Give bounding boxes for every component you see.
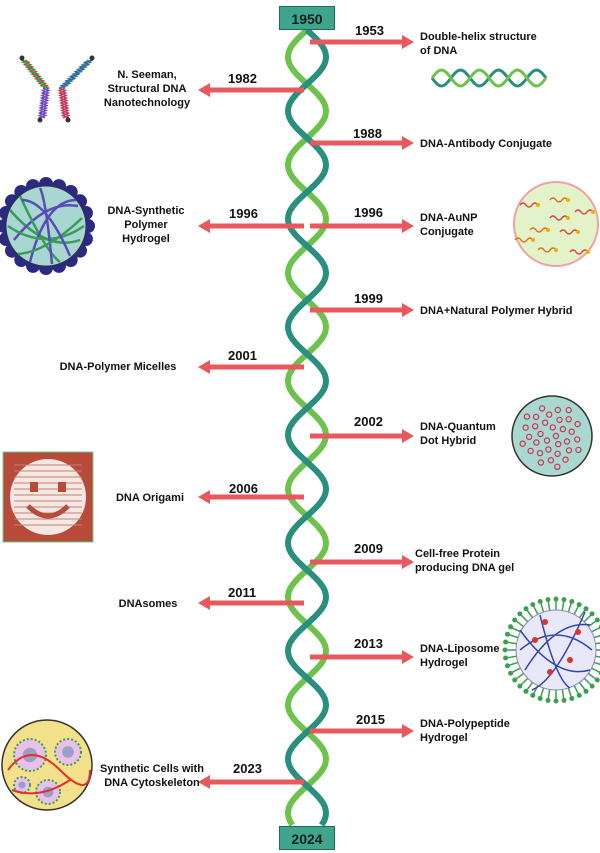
timeline-arrow — [198, 83, 304, 97]
event-year-2011: 2011 — [228, 585, 257, 600]
timeline-arrow — [310, 429, 414, 443]
event-label-synthetic-hydrogel: DNA-Synthetic Polymer Hydrogel — [107, 205, 185, 245]
event-year-2013: 2013 — [354, 636, 383, 651]
event-year-1996-right: 1996 — [354, 205, 383, 220]
event-year-2002: 2002 — [354, 414, 383, 429]
liposome-icon — [502, 596, 600, 704]
timeline-arrow — [198, 596, 304, 610]
end-year-box: 2024 — [279, 826, 335, 850]
event-label-polypeptide: DNA-Polypeptide Hydrogel — [420, 718, 510, 744]
event-year-2006: 2006 — [229, 481, 258, 496]
event-year-2001: 2001 — [228, 348, 257, 363]
aunp-particle-icon — [513, 181, 599, 267]
event-year-2009: 2009 — [354, 541, 383, 556]
helix-strand-light — [284, 27, 330, 827]
event-year-2023: 2023 — [233, 761, 262, 776]
timeline-arrow — [198, 775, 304, 789]
event-label-aunp: DNA-AuNP Conjugate — [420, 212, 478, 238]
timeline-arrow — [198, 219, 304, 233]
quantum-dot-sphere-icon — [511, 395, 593, 477]
timeline-arrow — [310, 35, 414, 49]
timeline-arrow — [310, 724, 414, 738]
dna-helix-icon — [430, 68, 548, 88]
helix-strand-dark — [284, 27, 330, 827]
timeline-arrow — [310, 650, 414, 664]
event-label-micelles: DNA-Polymer Micelles — [59, 361, 177, 373]
timeline-arrow — [310, 136, 414, 150]
hydrogel-sphere-icon — [0, 177, 95, 275]
event-year-1999: 1999 — [354, 291, 383, 306]
event-year-1996-left: 1996 — [229, 206, 258, 221]
event-label-synthetic-cells: Synthetic Cells with DNA Cytoskeleton — [100, 763, 204, 789]
event-label-cell-free-gel: Cell-free Protein producing DNA gel — [415, 548, 515, 574]
event-label-dnasomes: DNAsomes — [118, 598, 178, 610]
dna-junction-icon — [19, 55, 95, 123]
event-year-1953: 1953 — [355, 23, 384, 38]
timeline-arrow — [198, 490, 304, 504]
timeline-arrow — [310, 219, 414, 233]
event-label-quantum-dot: DNA-Quantum Dot Hybrid — [420, 421, 496, 447]
event-label-natural-polymer: DNA+Natural Polymer Hybrid — [420, 305, 573, 317]
event-year-1982: 1982 — [228, 71, 257, 86]
event-label-double-helix: Double-helix structure of DNA — [420, 31, 537, 57]
timeline-arrow — [198, 360, 304, 374]
timeline-arrow — [310, 555, 414, 569]
synthetic-cell-icon — [1, 719, 93, 811]
event-year-2015: 2015 — [356, 712, 385, 727]
smiley-origami-icon — [2, 451, 94, 543]
event-label-origami: DNA Origami — [115, 492, 185, 504]
event-label-antibody: DNA-Antibody Conjugate — [420, 138, 552, 150]
start-year-box: 1950 — [279, 6, 335, 30]
event-label-seeman: N. Seeman, Structural DNA Nanotechnology — [103, 69, 191, 109]
event-label-liposome: DNA-Liposome Hydrogel — [420, 643, 500, 669]
event-year-1988: 1988 — [353, 126, 382, 141]
timeline-arrow — [310, 303, 414, 317]
